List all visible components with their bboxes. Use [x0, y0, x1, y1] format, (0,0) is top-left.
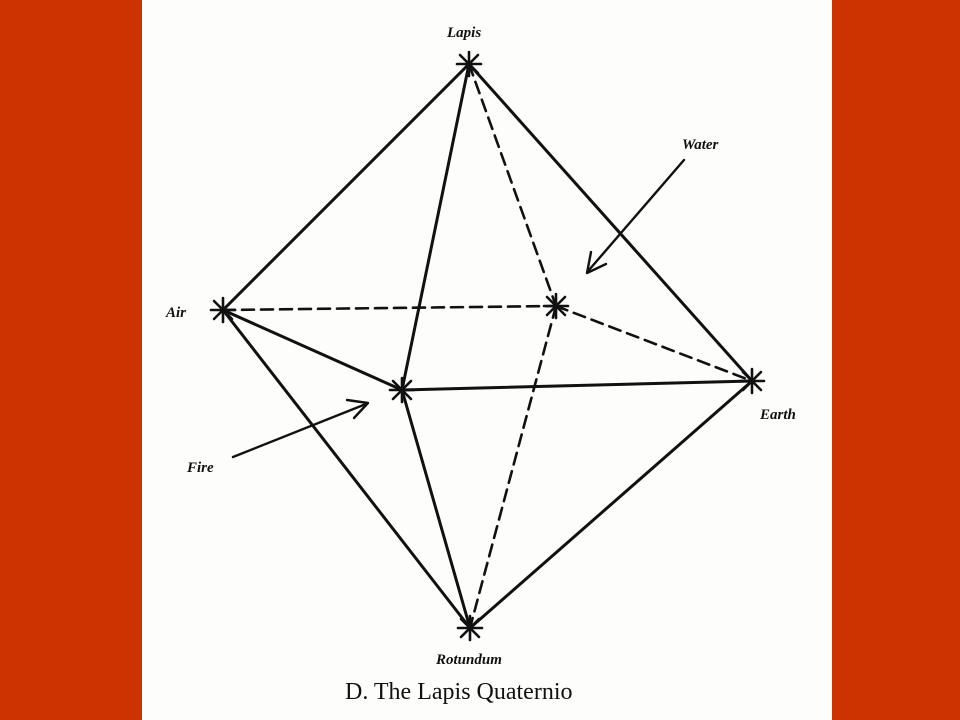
edge-air-fire: [221, 308, 404, 392]
edge-fire-earth: [400, 379, 754, 392]
label-fire: Fire: [186, 460, 214, 476]
label-lapis: Lapis: [446, 25, 481, 41]
right-frame-bar: [832, 0, 960, 720]
edge-air-water: [221, 304, 558, 312]
edge-lapis-air: [221, 62, 471, 312]
label-earth: Earth: [759, 407, 796, 423]
edge-lapis-water: [467, 62, 558, 308]
solid-edges: [221, 62, 754, 630]
edge-air-rotundum: [221, 308, 472, 630]
vertex-markers: [209, 50, 766, 642]
edge-lapis-earth: [467, 62, 754, 383]
diagram-page: [142, 0, 832, 720]
vertex-star-water: [542, 292, 570, 320]
vertex-star-lapis: [455, 50, 483, 78]
label-rotundum: Rotundum: [435, 652, 502, 668]
edge-water-rotundum: [468, 304, 558, 630]
diagram-caption: D. The Lapis Quaternio: [345, 679, 573, 705]
vertex-star-earth: [738, 367, 766, 395]
vertex-star-rotundum: [456, 614, 484, 642]
vertex-star-fire: [388, 376, 416, 404]
label-air: Air: [165, 305, 186, 321]
edge-fire-rotundum: [400, 388, 472, 630]
fire-pointer-arrow: [231, 398, 370, 459]
edge-lapis-fire: [400, 62, 471, 392]
dashed-edges: [221, 62, 754, 630]
left-frame-bar: [0, 0, 142, 720]
label-water: Water: [682, 137, 719, 153]
vertex-star-air: [209, 296, 237, 324]
edge-earth-rotundum: [468, 379, 754, 630]
edge-water-earth: [554, 304, 754, 383]
water-pointer-arrow: [585, 158, 686, 275]
